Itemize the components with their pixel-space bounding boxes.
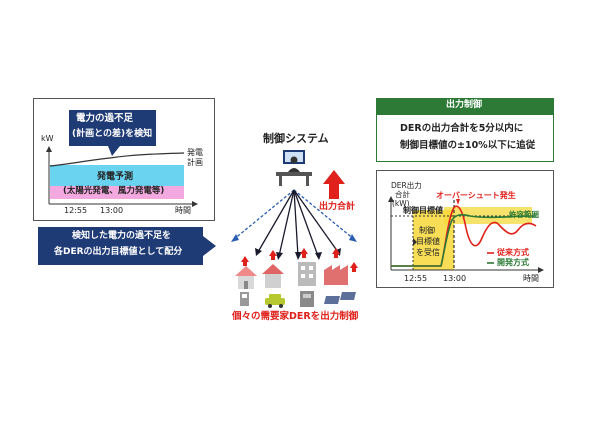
description-line-1: DERの出力合計を5分以内に [400, 123, 524, 134]
overshoot-pointer [456, 199, 460, 205]
right-axis-x-label: 時間 [523, 274, 539, 283]
receive-label-1: 制御 [419, 226, 435, 235]
der-up-arrow-1 [241, 256, 249, 266]
left-axis-y-label: kW [41, 134, 54, 143]
imbalance-callout [69, 110, 156, 146]
output-control-description-box [376, 114, 554, 162]
right-tick-1300: 13:00 [443, 274, 467, 283]
forecast-label-1: 発電予測 [97, 172, 134, 182]
output-control-title: 出力制御 [446, 100, 483, 110]
house-icon [235, 266, 257, 289]
right-y-axis-arrow [388, 196, 394, 202]
output-total-label: 出力合計 [319, 202, 356, 212]
car-icon [265, 294, 285, 308]
right-axis-y-label-3: (kW) [392, 199, 410, 208]
target-label: 制御目標値 [403, 206, 443, 215]
receive-label-3: を受信 [416, 248, 440, 257]
right-axis-y-label-2: 合計 [395, 190, 410, 199]
description-line-2: 制御目標値の±10%以下に追従 [400, 140, 536, 151]
left-tick-1300: 13:00 [100, 206, 124, 215]
der-up-arrow-4 [332, 248, 340, 258]
developed-curve [391, 214, 537, 267]
callout-line-2: (計画との差)を検知 [72, 129, 153, 139]
receive-label-2: 目標値 [416, 237, 440, 246]
right-tick-1255: 12:55 [404, 274, 428, 283]
left-y-axis-arrow [46, 146, 52, 152]
ev-charger-icon [240, 292, 249, 306]
building-icon [298, 262, 316, 286]
conventional-curve [391, 205, 537, 267]
battery-icon [300, 291, 314, 307]
allocation-line-1: 検知した電力の過不足を [72, 231, 172, 241]
solar-panel-icon [324, 292, 356, 304]
plan-label-2: 計画 [187, 158, 203, 167]
allocation-line-2: 各DERの出力目標値として配分 [54, 247, 183, 257]
der-up-arrow-5 [350, 262, 358, 272]
generation-plan-line [49, 152, 185, 167]
allocation-box [38, 227, 203, 265]
tolerance-label: 許容範囲 [509, 210, 539, 219]
legend-conventional-label: 従来方式 [497, 248, 529, 257]
der-caption: 個々の需要家DERを出力制御 [232, 311, 359, 322]
der-output-chart-panel [376, 170, 554, 288]
left-tick-1255: 12:55 [64, 206, 88, 215]
plan-label-1: 発電 [187, 148, 203, 157]
legend-developed-label: 開発方式 [497, 258, 529, 267]
left-x-axis-arrow [192, 201, 198, 207]
right-axis-y-label-1: DER出力 [391, 181, 422, 190]
der-up-arrow-3 [300, 248, 308, 258]
der-up-arrow-2 [269, 250, 277, 260]
forecast-blue-band [50, 165, 184, 186]
forecast-label-2: (太陽光発電、風力発電等) [63, 186, 165, 196]
forecast-pink-band [50, 186, 184, 199]
house-icon [262, 264, 284, 288]
factory-icon [324, 265, 348, 285]
right-x-axis-arrow [538, 267, 544, 273]
left-axis-x-label: 時間 [175, 206, 191, 215]
output-control-header [376, 98, 554, 114]
callout-line-1: 電力の過不足 [76, 113, 134, 124]
receive-pointer [413, 238, 417, 246]
control-system-label: 制御システム [263, 132, 329, 145]
overshoot-label: オーバーシュート発生 [436, 191, 516, 200]
